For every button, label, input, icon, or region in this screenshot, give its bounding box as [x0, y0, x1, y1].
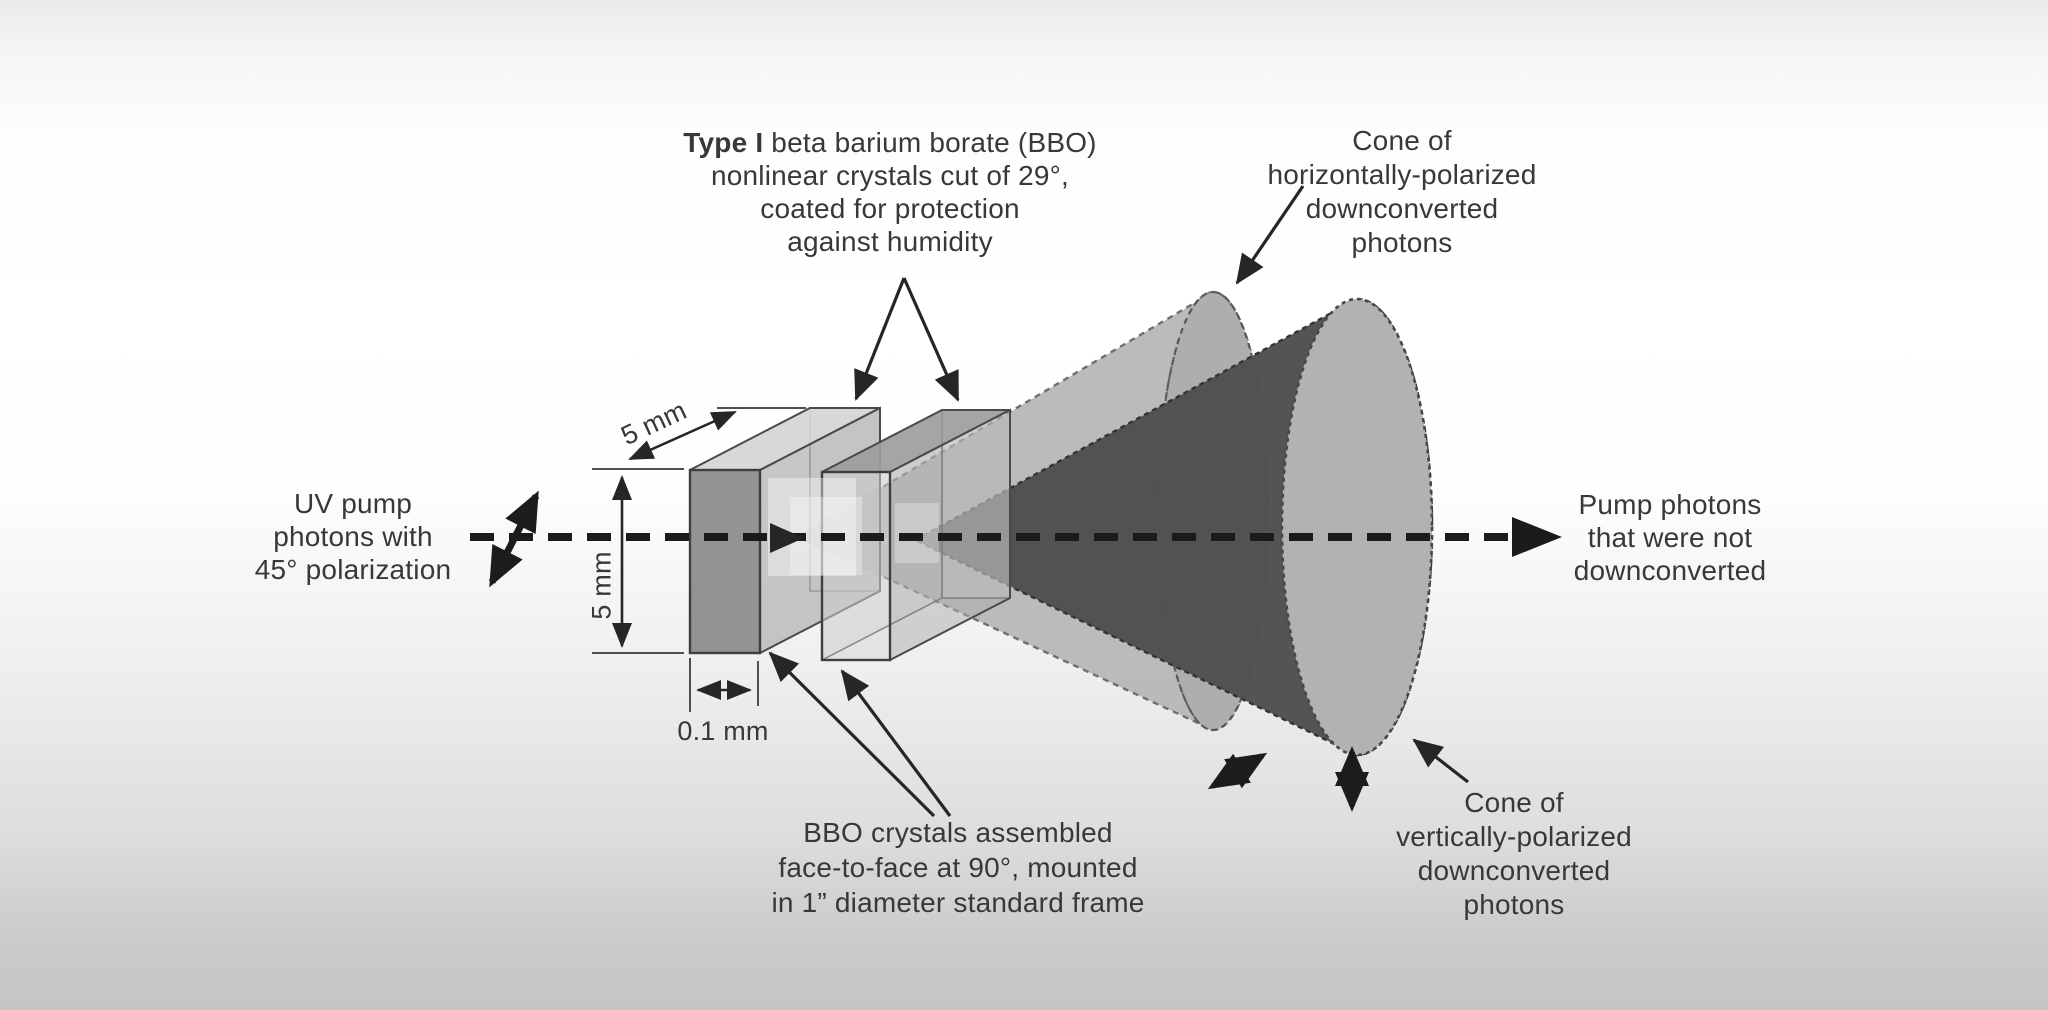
dimension-extension-lines	[592, 407, 806, 712]
polarization-arrow-horizontal	[1207, 752, 1268, 790]
dim-arrow-depth	[628, 410, 737, 461]
label-bbo-crystals-top: Type I beta barium borate (BBO) nonlinea…	[670, 126, 1110, 258]
label-bbo-description: beta barium borate (BBO) nonlinear cryst…	[710, 127, 1097, 257]
crystal-2-front-face	[820, 470, 892, 662]
label-pump-not-downconverted: Pump photons that were not downconverted	[1573, 489, 1767, 586]
label-dim-height: 5 mm	[586, 551, 617, 620]
pointer-arrows	[768, 185, 1469, 818]
pointer-arrow-crystal-2	[902, 277, 960, 402]
label-bbo-crystals-bottom: BBO crystals assembled face-to-face at 9…	[771, 817, 1145, 918]
polarization-arrow-45deg	[488, 490, 540, 588]
label-cone-horizontal: Cone of horizontally-polarized downconve…	[1267, 125, 1537, 258]
pump-beam-mid-arrowhead	[770, 523, 804, 553]
label-cone-vertical: Cone of vertically-polarized downconvert…	[1396, 787, 1632, 920]
label-uv-pump: UV pump photons with 45° polarization	[254, 488, 452, 585]
crystal-1-front-face	[688, 468, 762, 655]
beam-highlight-outer	[768, 478, 856, 576]
cone-vertical-cap	[1280, 297, 1434, 757]
label-dim-thickness: 0.1 mm	[677, 716, 769, 746]
pump-beam-arrowhead	[1512, 517, 1562, 557]
pointer-arrow-cone-horizontal	[1235, 185, 1305, 285]
cone-horizontal-rim-overlay	[1157, 291, 1269, 731]
pointer-arrow-crystal-1	[854, 277, 906, 401]
pointer-arrow-bbo-crystal-1	[768, 651, 936, 818]
label-bbo-type: Type I	[683, 127, 764, 158]
pointer-arrow-cone-vertical	[1412, 738, 1469, 784]
pointer-arrow-bbo-crystal-2	[840, 669, 952, 817]
